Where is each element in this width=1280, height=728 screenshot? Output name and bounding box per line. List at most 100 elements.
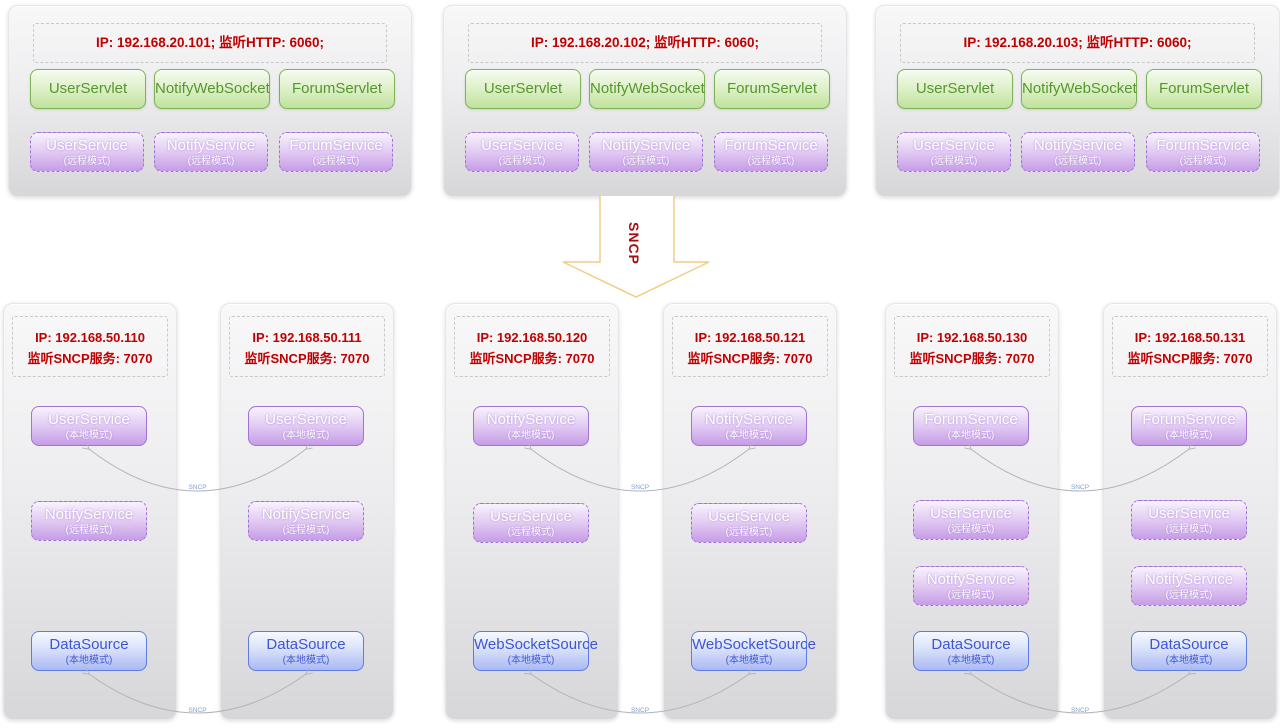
- service-mode: (远程模式): [1179, 156, 1227, 167]
- service-box-userservice-remote: UserService (远程模式): [473, 503, 589, 543]
- service-box-notifyservice-remote: NotifyService (远程模式): [1131, 566, 1247, 606]
- node-ip-label: IP: 192.168.50.131 监听SNCP服务: 7070: [1112, 316, 1268, 377]
- service-name: ForumService: [1142, 411, 1236, 428]
- service-name: NotifyService: [601, 137, 691, 154]
- server-ip-label: IP: 192.168.20.102; 监听HTTP: 6060;: [468, 23, 822, 63]
- service-box-datasource-local: DataSource (本地模式): [248, 631, 364, 671]
- service-box-notifyservice-remote: NotifyService (远程模式): [31, 501, 147, 541]
- web-server-card-3: IP: 192.168.20.103; 监听HTTP: 6060; UserSe…: [875, 5, 1280, 197]
- service-box-userservice-remote: UserService (远程模式): [691, 503, 807, 543]
- servlet-box-userservlet: UserServlet: [30, 69, 146, 109]
- service-mode: (远程模式): [507, 527, 555, 538]
- service-mode: (本地模式): [65, 430, 113, 441]
- service-name: NotifyService: [1144, 571, 1234, 588]
- sncp-arrow-label: SNCP: [626, 222, 642, 265]
- service-name: NotifyService: [261, 506, 351, 523]
- service-name: UserService: [48, 411, 130, 428]
- service-box-websocketsource-local: WebSocketSource (本地模式): [473, 631, 598, 671]
- service-mode: (远程模式): [1054, 156, 1102, 167]
- service-mode: (远程模式): [312, 156, 360, 167]
- service-name: ForumService: [289, 137, 383, 154]
- sncp-node-card-130: IP: 192.168.50.130 监听SNCP服务: 7070 ForumS…: [885, 303, 1059, 720]
- sncp-node-card-110: IP: 192.168.50.110 监听SNCP服务: 7070 UserSe…: [3, 303, 177, 720]
- node-ip-label: IP: 192.168.50.121 监听SNCP服务: 7070: [672, 316, 828, 377]
- node-listen-port: 监听SNCP服务: 7070: [909, 351, 1035, 366]
- service-box-datasource-local: DataSource (本地模式): [1131, 631, 1247, 671]
- node-listen-port: 监听SNCP服务: 7070: [687, 351, 813, 366]
- node-listen-port: 监听SNCP服务: 7070: [1127, 351, 1253, 366]
- service-box-userservice-remote: UserService (远程模式): [1131, 500, 1247, 540]
- service-mode: (远程模式): [947, 590, 995, 601]
- service-mode: (远程模式): [747, 156, 795, 167]
- service-mode: (本地模式): [65, 655, 113, 666]
- node-listen-port: 监听SNCP服务: 7070: [244, 351, 370, 366]
- service-mode: (远程模式): [622, 156, 670, 167]
- service-name: DataSource: [1149, 636, 1229, 653]
- service-mode: (远程模式): [930, 156, 978, 167]
- web-server-card-1: IP: 192.168.20.101; 监听HTTP: 6060; UserSe…: [8, 5, 412, 197]
- node-ip-label: IP: 192.168.50.120 监听SNCP服务: 7070: [454, 316, 610, 377]
- servlet-box-userservlet: UserServlet: [897, 69, 1013, 109]
- connector-label: SNCP: [188, 707, 206, 714]
- service-name: UserService: [1148, 505, 1230, 522]
- service-name: NotifyService: [704, 411, 794, 428]
- service-name: NotifyService: [486, 411, 576, 428]
- service-box-userservice-remote: UserService (远程模式): [913, 500, 1029, 540]
- service-box-forumservice-remote: ForumService (远程模式): [279, 132, 393, 172]
- node-ip: IP: 192.168.50.130: [916, 330, 1028, 345]
- servlet-box-forumservlet: ForumServlet: [1146, 69, 1262, 109]
- servlet-box-notifywebsocket: NotifyWebSocket: [1021, 69, 1137, 109]
- service-name: NotifyService: [1033, 137, 1123, 154]
- service-box-websocketsource-local: WebSocketSource (本地模式): [691, 631, 816, 671]
- service-name: UserService: [46, 137, 128, 154]
- connector-label: SNCP: [188, 484, 206, 491]
- service-box-forumservice-remote: ForumService (远程模式): [1146, 132, 1260, 172]
- service-mode: (本地模式): [947, 430, 995, 441]
- node-ip: IP: 192.168.50.111: [252, 330, 362, 345]
- node-listen-port: 监听SNCP服务: 7070: [27, 351, 153, 366]
- service-name: NotifyService: [926, 571, 1016, 588]
- servlet-box-userservlet: UserServlet: [465, 69, 581, 109]
- service-name: UserService: [913, 137, 995, 154]
- service-box-forumservice-local: ForumService (本地模式): [1131, 406, 1247, 446]
- service-mode: (远程模式): [282, 525, 330, 536]
- node-listen-port: 监听SNCP服务: 7070: [469, 351, 595, 366]
- server-ip-label: IP: 192.168.20.103; 监听HTTP: 6060;: [900, 23, 1255, 63]
- sncp-down-arrow: [562, 196, 710, 298]
- service-box-notifyservice-local: NotifyService (本地模式): [473, 406, 589, 446]
- sncp-node-card-111: IP: 192.168.50.111 监听SNCP服务: 7070 UserSe…: [220, 303, 394, 720]
- connector-label: SNCP: [631, 707, 649, 714]
- service-box-userservice-remote: UserService (远程模式): [30, 132, 144, 172]
- sncp-node-card-121: IP: 192.168.50.121 监听SNCP服务: 7070 Notify…: [663, 303, 837, 720]
- service-name: ForumService: [1156, 137, 1250, 154]
- service-box-userservice-remote: UserService (远程模式): [897, 132, 1011, 172]
- service-box-datasource-local: DataSource (本地模式): [913, 631, 1029, 671]
- node-ip: IP: 192.168.50.110: [35, 330, 145, 345]
- service-mode: (远程模式): [498, 156, 546, 167]
- service-name: UserService: [930, 505, 1012, 522]
- service-box-notifyservice-remote: NotifyService (远程模式): [154, 132, 268, 172]
- service-name: ForumService: [724, 137, 818, 154]
- service-name: UserService: [490, 508, 572, 525]
- connector-label: SNCP: [631, 484, 649, 491]
- service-mode: (本地模式): [947, 655, 995, 666]
- connector-label: SNCP: [1071, 707, 1089, 714]
- service-box-forumservice-local: ForumService (本地模式): [913, 406, 1029, 446]
- node-ip-label: IP: 192.168.50.111 监听SNCP服务: 7070: [229, 316, 385, 377]
- service-mode: (本地模式): [1165, 430, 1213, 441]
- service-name: DataSource: [931, 636, 1011, 653]
- service-name: DataSource: [49, 636, 129, 653]
- sncp-node-card-131: IP: 192.168.50.131 监听SNCP服务: 7070 ForumS…: [1103, 303, 1277, 720]
- service-name: WebSocketSource: [474, 636, 598, 653]
- sncp-node-card-120: IP: 192.168.50.120 监听SNCP服务: 7070 Notify…: [445, 303, 619, 720]
- service-name: NotifyService: [44, 506, 134, 523]
- service-mode: (远程模式): [63, 156, 111, 167]
- service-box-datasource-local: DataSource (本地模式): [31, 631, 147, 671]
- service-mode: (远程模式): [187, 156, 235, 167]
- service-name: ForumService: [924, 411, 1018, 428]
- service-name: UserService: [481, 137, 563, 154]
- node-ip: IP: 192.168.50.131: [1134, 330, 1246, 345]
- servlet-box-forumservlet: ForumServlet: [714, 69, 830, 109]
- service-name: UserService: [708, 508, 790, 525]
- servlet-box-notifywebsocket: NotifyWebSocket: [589, 69, 705, 109]
